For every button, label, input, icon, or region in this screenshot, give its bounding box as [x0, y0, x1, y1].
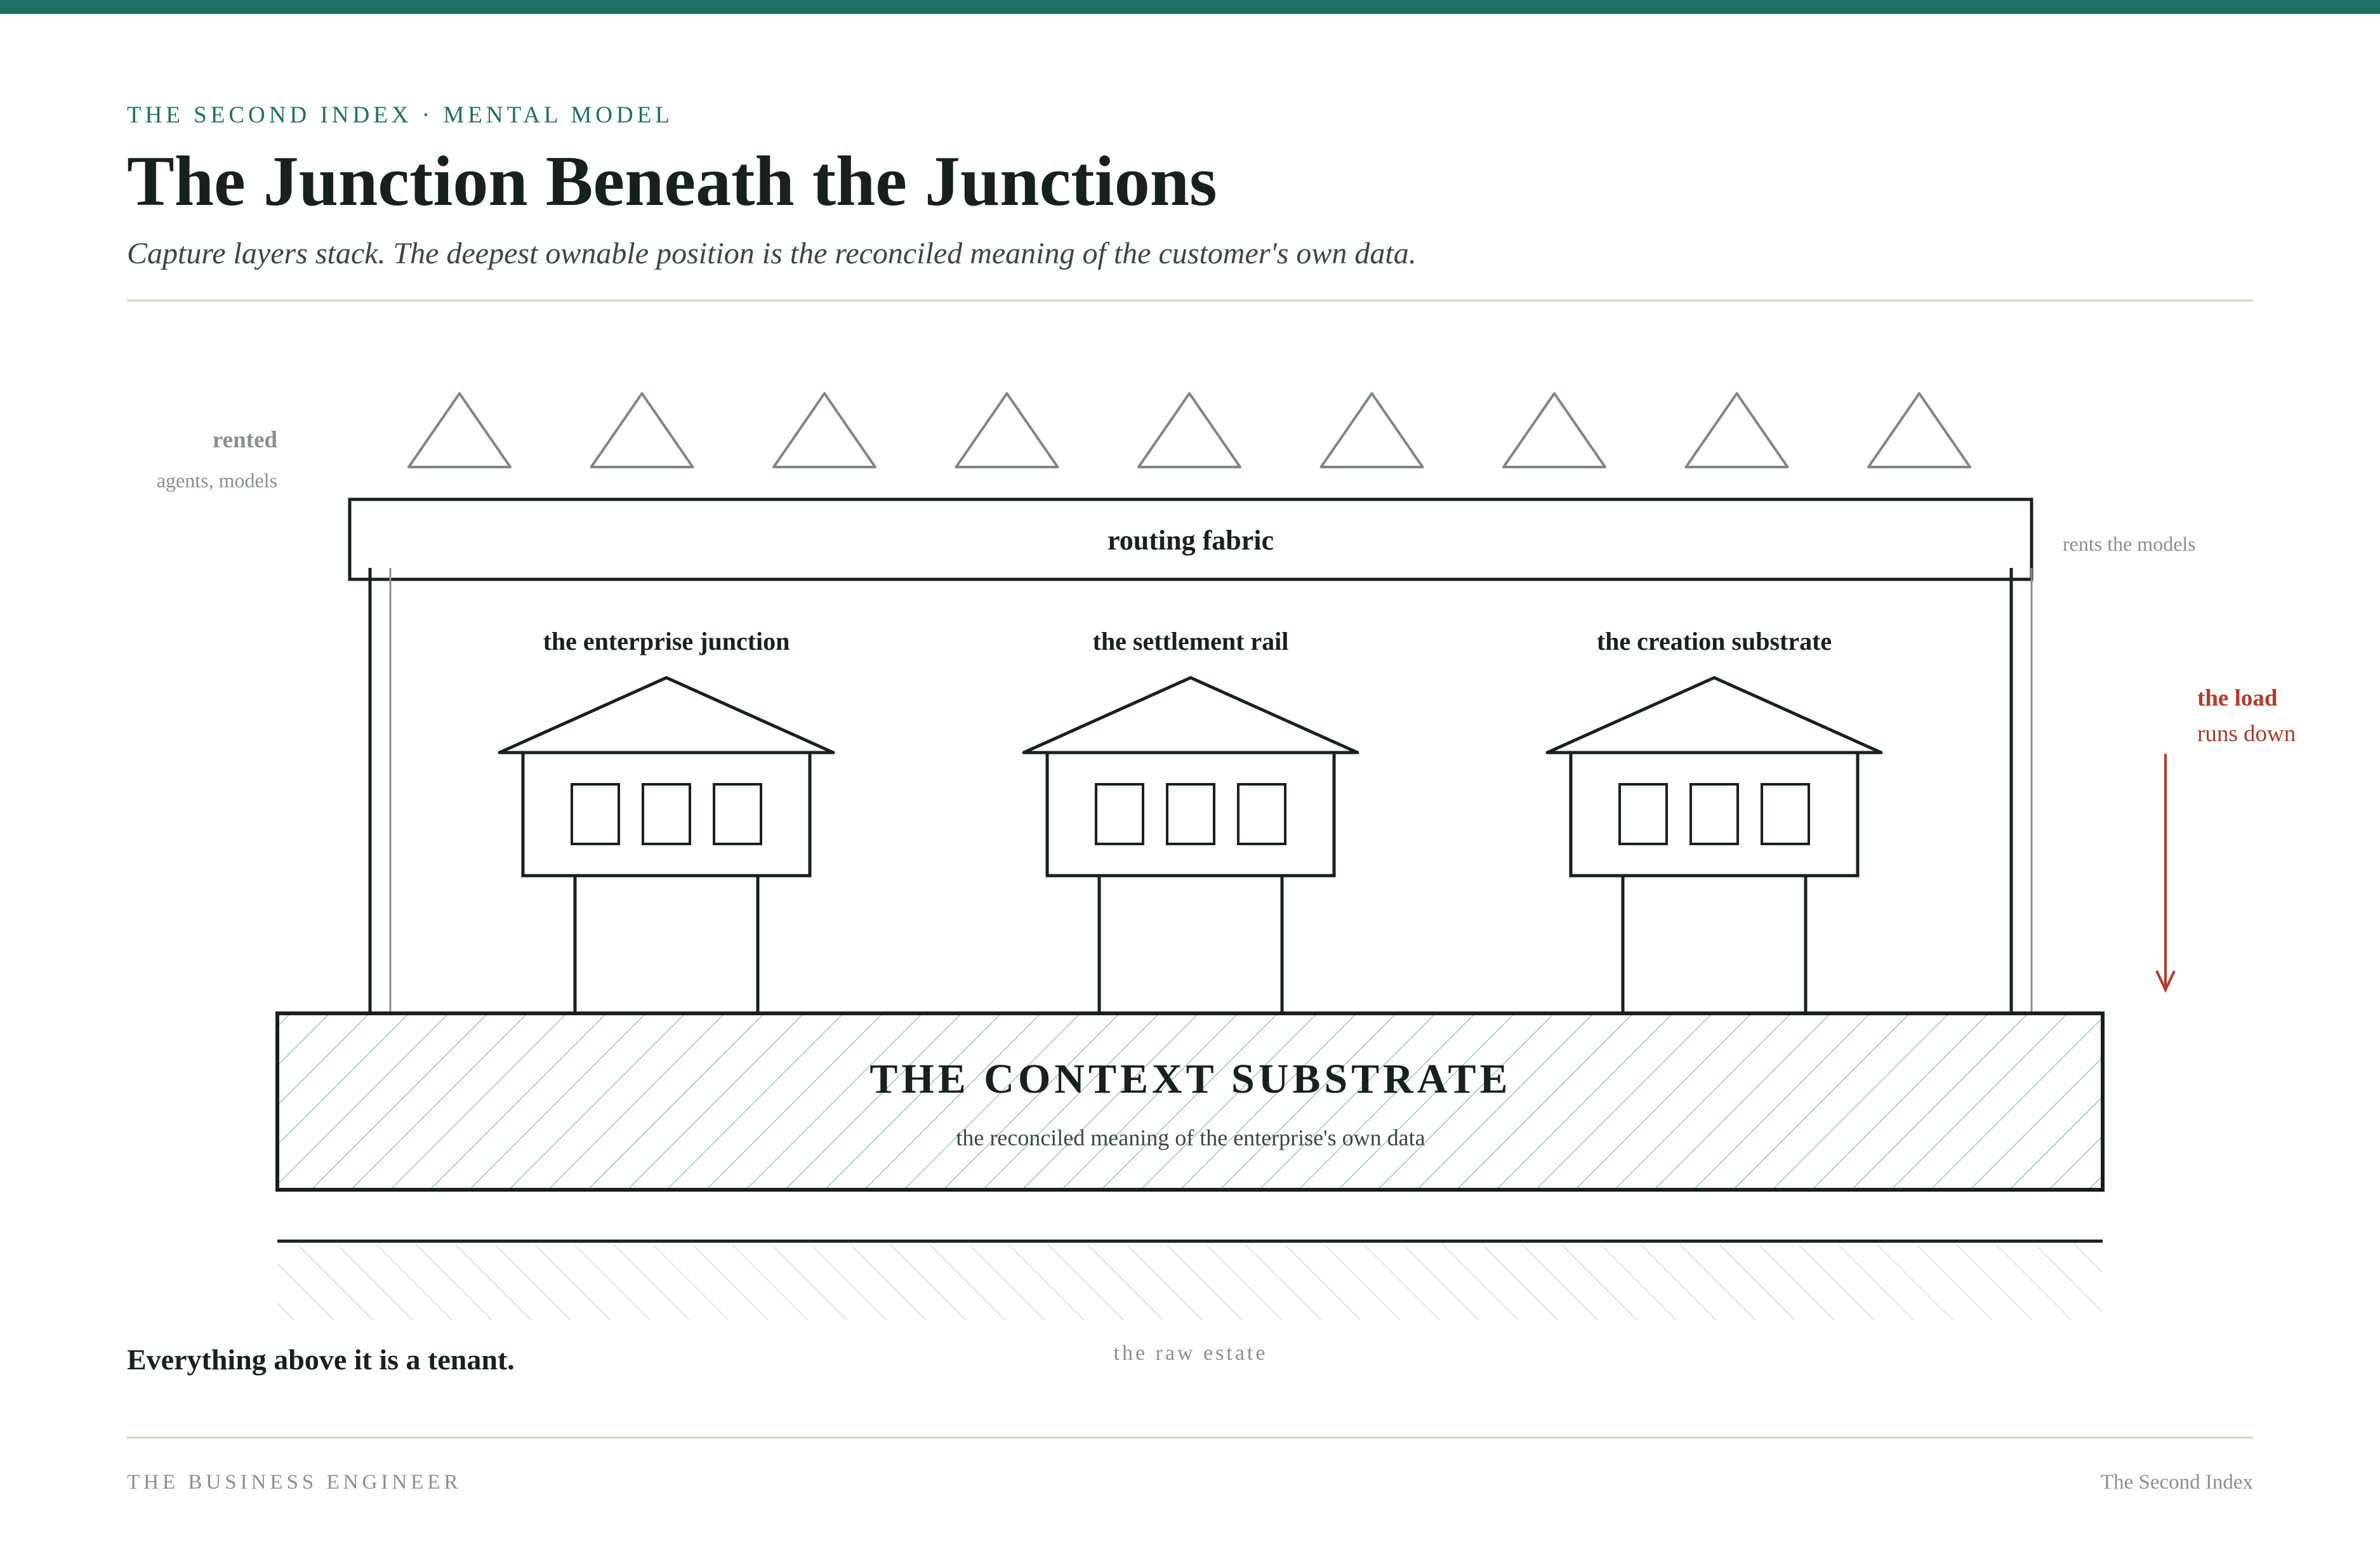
- eyebrow: THE SECOND INDEX · MENTAL MODEL: [127, 102, 673, 128]
- agent-triangle-icon: [1137, 392, 1241, 468]
- agent-triangles: [407, 392, 1971, 468]
- junction-label: the settlement rail: [1093, 627, 1289, 655]
- junction-roof: [1545, 676, 1883, 754]
- junction-window: [642, 783, 691, 845]
- agent-triangle-icon: [955, 392, 1059, 468]
- agent-triangle-icon: [1867, 392, 1971, 468]
- junction-window: [1237, 783, 1286, 845]
- junction-window: [713, 783, 762, 845]
- tagline: Everything above it is a tenant.: [127, 1343, 515, 1376]
- junction-label: the creation substrate: [1597, 627, 1832, 655]
- routing-fabric-label: routing fabric: [1107, 525, 1274, 556]
- junction-body: [521, 751, 812, 878]
- junction-house: the creation substrate: [1545, 627, 1883, 1015]
- page-subtitle: Capture layers stack. The deepest ownabl…: [127, 237, 1417, 270]
- context-substrate: [275, 1011, 2105, 1192]
- raw-estate-label: the raw estate: [1114, 1341, 1268, 1365]
- footer-series: The Second Index: [2100, 1471, 2253, 1494]
- header-divider: [127, 300, 2253, 301]
- footer-brand: THE BUSINESS ENGINEER: [127, 1471, 462, 1494]
- footer-divider: [127, 1437, 2253, 1438]
- junction-house: the settlement rail: [1022, 627, 1359, 1015]
- substrate-subtitle: the reconciled meaning of the enterprise…: [956, 1125, 1425, 1150]
- top-accent-bar: [0, 0, 2380, 14]
- junction-window: [1166, 783, 1215, 845]
- agent-triangle-icon: [407, 392, 512, 468]
- junction-window: [1618, 783, 1668, 845]
- agent-triangle-icon: [1684, 392, 1789, 468]
- rented-label: rented: [213, 427, 277, 453]
- junction-body: [1569, 751, 1860, 878]
- junction-house: the enterprise junction: [498, 627, 835, 1015]
- substrate-title: THE CONTEXT SUBSTRATE: [869, 1056, 1511, 1102]
- junctions-group: the enterprise junction the settlement ra…: [498, 627, 1883, 1015]
- junction-label: the enterprise junction: [543, 627, 790, 655]
- page-title: The Junction Beneath the Junctions: [127, 142, 1217, 221]
- raw-estate-hatch: [277, 1245, 2103, 1320]
- junction-body: [1045, 751, 1336, 878]
- load-arrow-icon: [2155, 754, 2176, 993]
- load-label: the load: [2197, 685, 2278, 711]
- junction-window: [1095, 783, 1144, 845]
- load-sublabel: runs down: [2197, 721, 2296, 747]
- agent-triangle-icon: [772, 392, 876, 468]
- junction-roof: [498, 676, 835, 754]
- routing-note: rents the models: [2063, 532, 2196, 555]
- junction-window: [571, 783, 620, 845]
- routing-fabric-bar: [348, 497, 2033, 581]
- junction-window: [1689, 783, 1739, 845]
- junction-window: [1761, 783, 1810, 845]
- agent-triangle-icon: [1319, 392, 1424, 468]
- agent-triangle-icon: [590, 392, 694, 468]
- junction-roof: [1022, 676, 1359, 754]
- rented-sublabel: agents, models: [157, 469, 277, 492]
- agent-triangle-icon: [1502, 392, 1606, 468]
